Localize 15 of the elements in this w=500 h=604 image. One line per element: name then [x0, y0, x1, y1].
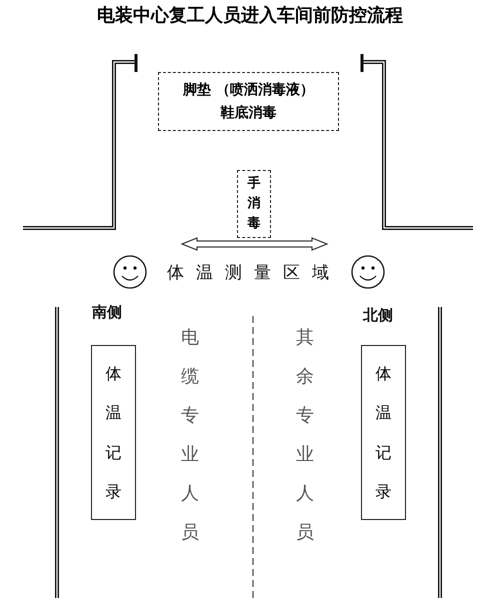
group-label: 其余专业人员 — [296, 326, 314, 546]
dashed-area-box — [158, 72, 339, 131]
box-text: 鞋底消毒 — [220, 104, 276, 122]
side-label: 北侧 — [363, 306, 393, 325]
group-label: 电缆专业人员 — [181, 326, 199, 546]
record-box — [361, 345, 406, 520]
box-text: 手消毒 — [248, 174, 260, 234]
box-text: 脚垫 （喷洒消毒液） — [183, 81, 314, 100]
title: 电装中心复工人员进入车间前防控流程 — [96, 4, 404, 27]
record-box — [91, 345, 136, 520]
box-text: 体温记录 — [106, 363, 122, 503]
box-text: 体温记录 — [376, 363, 392, 503]
area-label: 体温测量区域 — [167, 262, 341, 284]
dashed-area-box — [237, 170, 271, 238]
side-label: 南侧 — [92, 303, 122, 322]
